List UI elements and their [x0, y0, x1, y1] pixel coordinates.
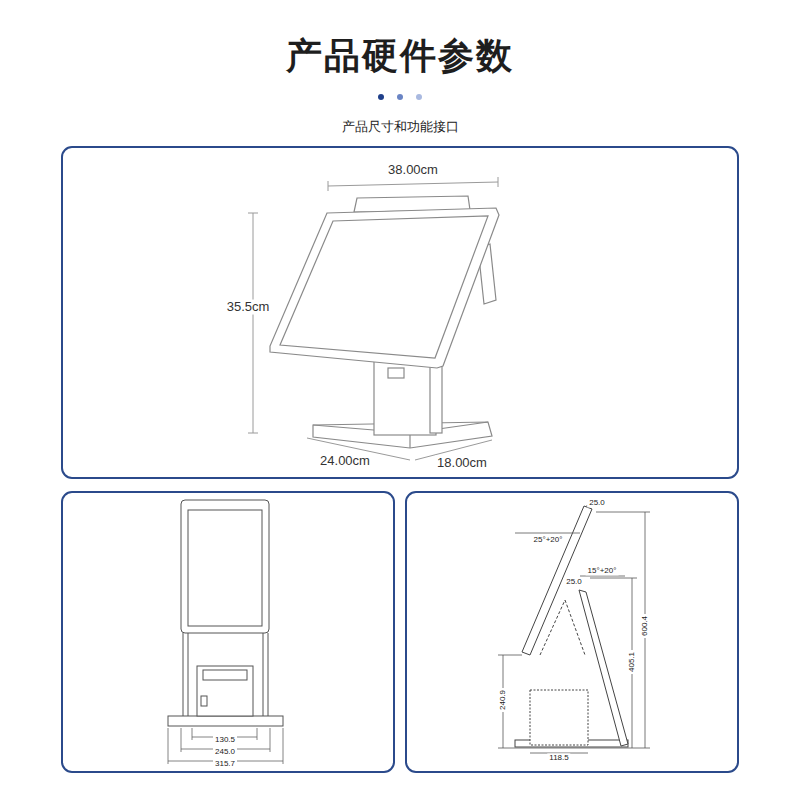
pos-monitor — [270, 196, 499, 448]
subtitle: 产品尺寸和功能接口 — [340, 120, 461, 135]
panel — [406, 492, 738, 772]
dot — [397, 94, 403, 100]
dimension-label: 38.00cm — [386, 163, 440, 178]
dimension-label: 25.0 — [564, 577, 584, 586]
dimension-label: 25.0 — [587, 498, 607, 507]
dimension-label: 245.0 — [213, 747, 237, 756]
front-view — [168, 500, 283, 726]
page-title: 产品硬件参数 — [0, 32, 800, 81]
dimension-line — [248, 177, 498, 460]
dimension-label: 240.9 — [498, 688, 507, 712]
dimension-label: 35.5cm — [225, 300, 272, 315]
side-view — [515, 506, 628, 747]
dimension-label: 600.4 — [640, 614, 649, 638]
dimension-line — [498, 506, 650, 753]
dimension-label: 405.1 — [627, 650, 636, 674]
dimension-label: 130.5 — [213, 735, 237, 744]
dot — [378, 94, 384, 100]
dimension-label: 315.7 — [213, 759, 237, 768]
angle-label: 15°+20° — [586, 566, 619, 575]
dot — [416, 94, 422, 100]
panel — [62, 147, 738, 478]
dimension-label: 24.00cm — [318, 454, 372, 469]
angle-label: 25°+20° — [532, 535, 565, 544]
dimension-label: 118.5 — [547, 753, 570, 762]
panel — [62, 492, 394, 772]
dimension-label: 18.00cm — [435, 456, 489, 471]
